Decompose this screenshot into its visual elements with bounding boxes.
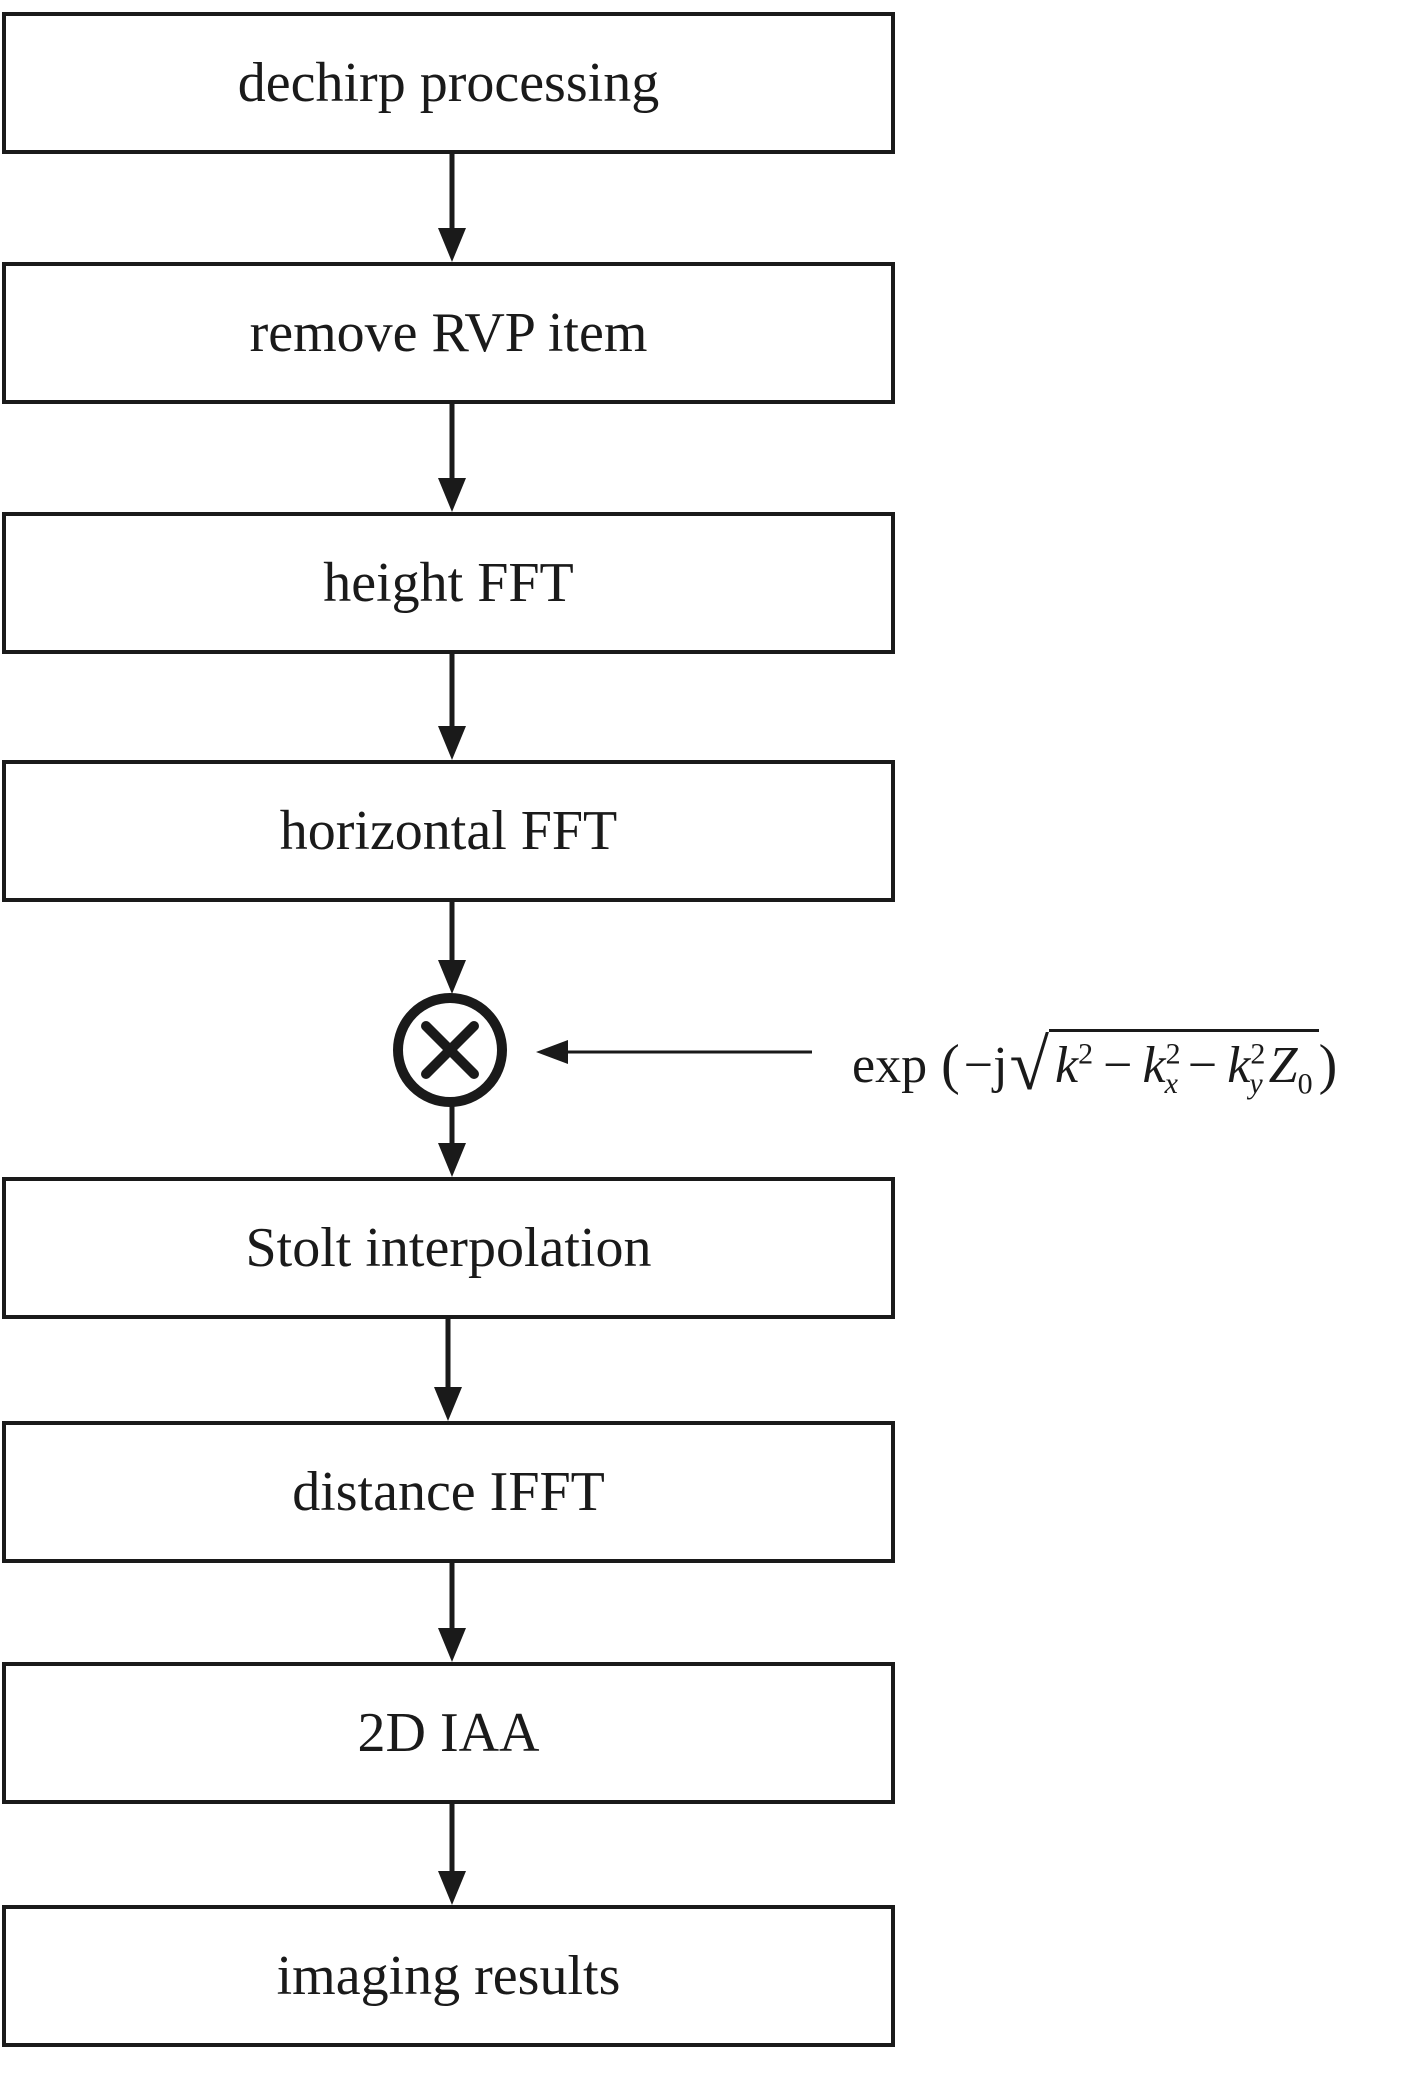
step-label: 2D IAA: [357, 1702, 540, 1764]
formula-neg-j: −j: [963, 1036, 1008, 1094]
formula-kx-sup: 2: [1165, 1037, 1181, 1071]
step-horizontal-fft: horizontal FFT: [2, 760, 895, 902]
formula-k-sup: 2: [1078, 1037, 1094, 1071]
formula-ky: k: [1227, 1036, 1251, 1094]
step-label: horizontal FFT: [279, 800, 618, 862]
step-label: imaging results: [276, 1945, 621, 2007]
step-stolt-interpolation: Stolt interpolation: [2, 1177, 895, 1319]
formula-open-paren: (: [941, 1034, 960, 1096]
step-label: remove RVP item: [249, 302, 648, 364]
step-2d-iaa: 2D IAA: [2, 1662, 895, 1804]
formula-minus-1: −: [1103, 1036, 1133, 1094]
step-label: Stolt interpolation: [245, 1217, 652, 1279]
step-imaging-results: imaging results: [2, 1905, 895, 2047]
formula-z-sub: 0: [1297, 1067, 1313, 1101]
formula-kx: k: [1142, 1036, 1166, 1094]
sqrt-icon: √: [1009, 1024, 1050, 1105]
formula-ky-sub: y: [1249, 1067, 1263, 1101]
formula-z: Z: [1268, 1036, 1298, 1094]
formula-close-paren: ): [1318, 1034, 1338, 1096]
step-height-fft: height FFT: [2, 512, 895, 654]
step-label: distance IFFT: [292, 1461, 605, 1523]
formula-kx-sub: x: [1164, 1067, 1178, 1101]
formula-ky-sup: 2: [1250, 1037, 1266, 1071]
step-distance-ifft: distance IFFT: [2, 1421, 895, 1563]
step-label: dechirp processing: [237, 52, 660, 114]
formula-k: k: [1055, 1036, 1079, 1094]
step-remove-rvp-item: remove RVP item: [2, 262, 895, 404]
formula-exp: exp: [852, 1036, 928, 1094]
formula-arrow: [536, 1040, 812, 1064]
step-label: height FFT: [323, 552, 574, 614]
formula-minus-2: −: [1187, 1036, 1218, 1094]
step-dechirp-processing: dechirp processing: [2, 12, 895, 154]
multiply-circle-icon: [393, 993, 507, 1107]
